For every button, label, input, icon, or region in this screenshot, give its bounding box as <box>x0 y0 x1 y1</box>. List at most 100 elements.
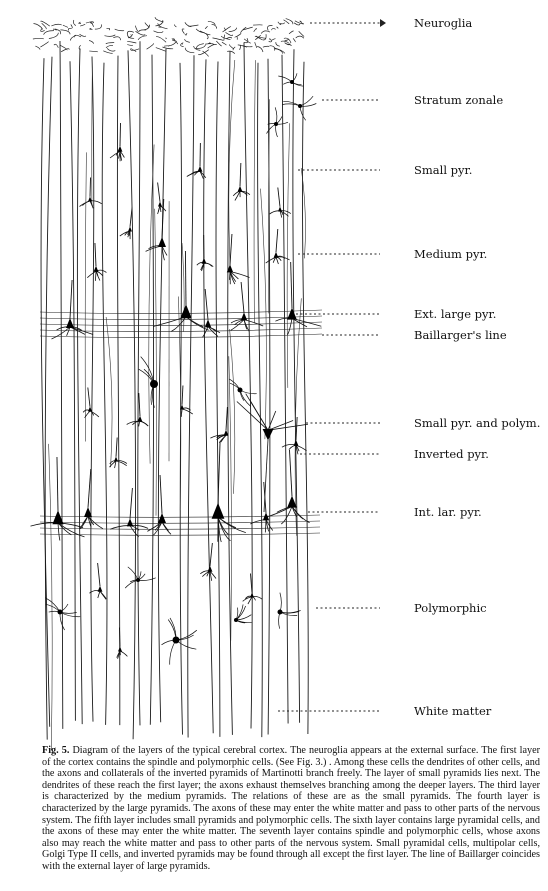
pyramidal-cell <box>278 206 282 212</box>
inner-line-fiber <box>39 520 321 524</box>
glia-fiber <box>212 37 224 41</box>
glia-fiber <box>52 28 62 35</box>
glia-fiber <box>271 38 276 41</box>
pyramidal-cell <box>52 510 64 525</box>
glia-fiber <box>127 44 134 46</box>
glia-fiber <box>221 41 227 46</box>
glia-fiber <box>293 22 301 26</box>
label-polymorphic: Polymorphic <box>414 601 487 615</box>
glia-fiber <box>207 44 217 49</box>
basal-dendrite <box>57 522 61 541</box>
multipolar-cell <box>274 122 278 126</box>
label-inverted-pyr: Inverted pyr. <box>414 447 489 461</box>
vertical-fiber <box>44 56 53 740</box>
apical-dendrite <box>209 542 213 567</box>
pyramidal-cell <box>128 226 132 232</box>
caption-text: Diagram of the layers of the typical cer… <box>42 745 540 872</box>
vertical-fiber <box>157 48 167 723</box>
glia-fiber <box>262 34 267 41</box>
inverted-dendrite <box>267 420 294 431</box>
glia-fiber <box>242 45 253 48</box>
glia-fiber <box>216 40 222 47</box>
apical-dendrite <box>94 242 97 267</box>
glia-fiber <box>269 45 276 51</box>
glia-fiber <box>60 29 71 35</box>
glia-fiber <box>138 29 147 33</box>
basal-dendrite <box>119 650 128 657</box>
vertical-fiber <box>40 58 51 727</box>
glia-fiber <box>184 32 188 36</box>
glia-fiber <box>283 37 292 44</box>
pyramidal-cell <box>262 512 270 521</box>
glia-fiber <box>223 34 226 41</box>
pyramidal-cell <box>226 264 234 273</box>
glia-fiber <box>68 27 72 31</box>
label-neuroglia: Neuroglia <box>414 16 473 30</box>
apical-dendrite <box>289 449 293 497</box>
pyramidal-cell <box>201 257 207 264</box>
glia-fiber <box>48 32 59 39</box>
pyramidal-cell <box>114 456 118 462</box>
glia-fiber <box>70 24 73 29</box>
glia-fiber <box>40 20 51 27</box>
basal-dendrite <box>275 257 279 265</box>
glia-fiber <box>205 33 209 40</box>
glia-fiber <box>292 38 296 43</box>
figure-caption: Fig. 5. Diagram of the layers of the typ… <box>42 745 540 873</box>
glia-fiber <box>184 47 195 54</box>
label-stratum-zonale: Stratum zonale <box>414 93 504 107</box>
basal-dendrite <box>207 326 221 334</box>
glia-fiber <box>243 38 249 44</box>
multipolar-process <box>278 75 293 83</box>
glia-fiber <box>59 44 68 51</box>
glia-fiber <box>202 50 209 57</box>
basal-dendrite <box>247 596 253 605</box>
vertical-fiber <box>137 41 141 726</box>
glia-fiber <box>104 34 116 37</box>
apical-dendrite <box>119 627 121 647</box>
neuron-cells <box>52 80 302 652</box>
glia-fiber <box>106 48 116 52</box>
glia-fiber <box>80 23 86 27</box>
apical-dendrite <box>240 281 245 313</box>
basal-dendrite <box>209 571 213 581</box>
basal-dendrite <box>89 200 94 209</box>
glia-fiber <box>288 43 292 46</box>
fine-fiber <box>286 123 290 388</box>
glia-fiber <box>288 30 294 35</box>
glia-fiber <box>173 24 177 28</box>
fine-fiber <box>148 144 155 464</box>
glia-fiber <box>188 24 199 27</box>
basal-dendrite <box>115 460 127 467</box>
glia-fiber <box>199 30 211 36</box>
glia-fiber <box>73 34 82 38</box>
glia-fiber <box>198 49 210 56</box>
basal-dendrite <box>287 318 293 335</box>
glia-fiber <box>184 39 190 43</box>
basal-dendrite <box>95 271 97 281</box>
glia-fiber <box>225 37 233 40</box>
label-baillargers-line: Baillarger's line <box>414 328 507 342</box>
pyramidal-cell <box>180 404 184 410</box>
glia-fiber <box>254 35 266 39</box>
glia-fiber <box>268 40 272 43</box>
inverted-axon <box>263 439 269 513</box>
apical-dendrite <box>157 182 161 202</box>
vertical-fiber <box>203 59 214 734</box>
glia-fiber <box>274 48 284 54</box>
glia-fiber <box>41 22 47 30</box>
figure-number: Fig. 5. <box>42 745 70 756</box>
pyramidal-cell <box>137 415 143 422</box>
basal-dendrite <box>217 517 229 535</box>
glia-fiber <box>234 36 238 40</box>
basal-dendrite <box>51 326 71 340</box>
basal-dendrite <box>89 410 100 418</box>
vertical-fiber <box>149 54 154 725</box>
glia-fiber <box>89 50 98 53</box>
inverted-pyramid <box>262 429 274 441</box>
glia-fiber <box>276 26 279 29</box>
apical-dendrite <box>290 261 293 309</box>
glia-fiber <box>222 26 232 33</box>
glia-fiber <box>253 28 257 32</box>
